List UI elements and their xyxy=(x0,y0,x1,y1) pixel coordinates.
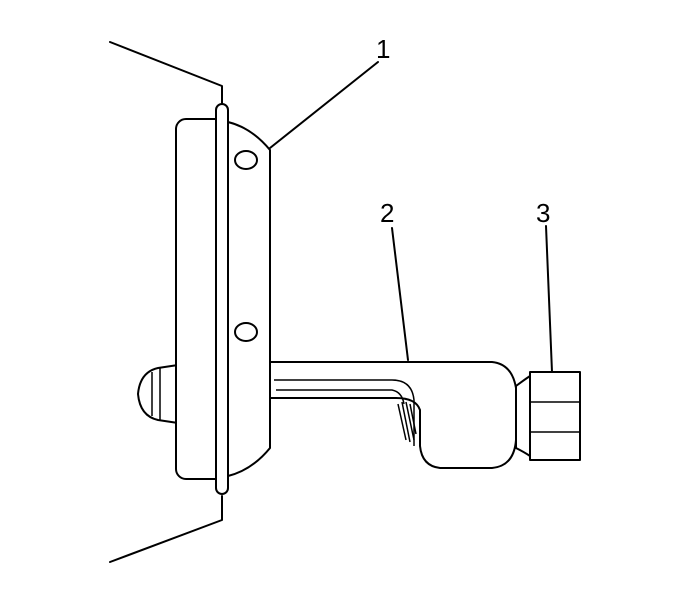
nut-component xyxy=(515,371,581,461)
callout-3: 3 xyxy=(536,198,550,228)
housing-component xyxy=(137,103,271,495)
callout-2: 2 xyxy=(380,198,394,228)
thread-marks xyxy=(397,401,417,443)
section-lines xyxy=(109,41,223,563)
leader-lines xyxy=(269,61,553,373)
callout-1: 1 xyxy=(376,34,390,64)
shaft-component xyxy=(269,361,517,469)
